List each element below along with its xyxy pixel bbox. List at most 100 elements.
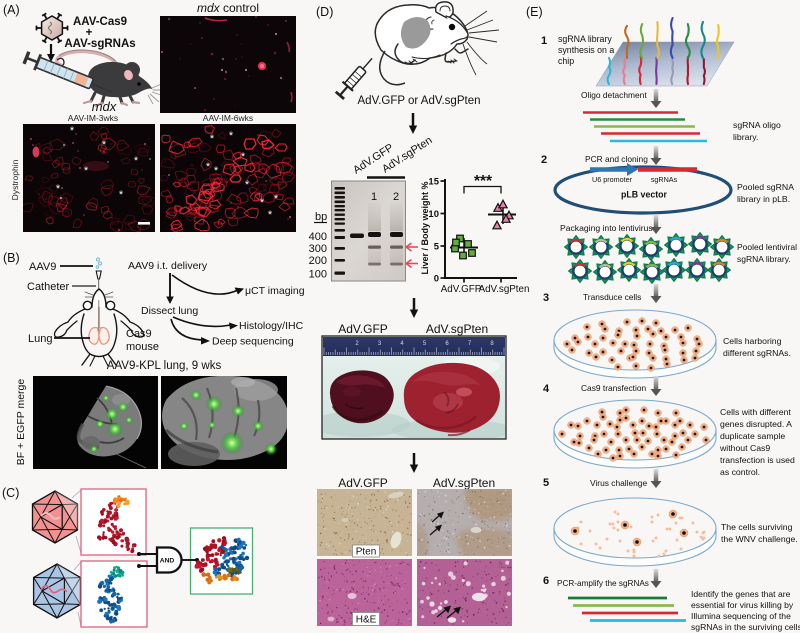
svg-text:1: 1 bbox=[541, 35, 547, 47]
svg-text:*: * bbox=[274, 193, 279, 205]
svg-text:sgRNA library: sgRNA library bbox=[558, 34, 612, 44]
svg-text:300: 300 bbox=[309, 243, 327, 255]
svg-text:Identify the genes that are: Identify the genes that are bbox=[691, 589, 791, 599]
svg-text:library in pLB.: library in pLB. bbox=[737, 194, 790, 204]
svg-text:4: 4 bbox=[543, 383, 550, 395]
svg-text:Pooled lentiviral: Pooled lentiviral bbox=[737, 242, 797, 252]
svg-text:*: * bbox=[56, 183, 61, 195]
svg-text:bp: bp bbox=[315, 211, 327, 223]
svg-text:AdV.GFP: AdV.GFP bbox=[441, 284, 482, 295]
svg-text:Liver / Body weight %: Liver / Body weight % bbox=[420, 181, 430, 274]
svg-text:(D): (D) bbox=[316, 5, 333, 19]
svg-text:pLB vector: pLB vector bbox=[621, 190, 668, 200]
svg-text:essential for virus killing by: essential for virus killing by bbox=[691, 600, 794, 610]
svg-text:H&E: H&E bbox=[356, 615, 377, 626]
svg-text:AdV.GFP or AdV.sgPten: AdV.GFP or AdV.sgPten bbox=[358, 95, 481, 107]
svg-text:Lung: Lung bbox=[28, 333, 52, 345]
svg-text:Packaging into lentivirus: Packaging into lentivirus bbox=[560, 223, 653, 233]
svg-text:*: * bbox=[134, 155, 139, 167]
svg-text:*: * bbox=[210, 133, 215, 145]
svg-text:*: * bbox=[260, 197, 265, 209]
svg-text:Transduce cells: Transduce cells bbox=[583, 292, 641, 302]
svg-text:genes disrupted. A: genes disrupted. A bbox=[720, 419, 792, 429]
svg-text:Oligo detachment: Oligo detachment bbox=[581, 90, 647, 100]
svg-text:(A): (A) bbox=[3, 3, 20, 17]
svg-text:AdV.GFP: AdV.GFP bbox=[338, 476, 388, 490]
svg-text:400: 400 bbox=[309, 231, 327, 243]
svg-text:6: 6 bbox=[445, 341, 449, 347]
svg-text:4: 4 bbox=[400, 341, 404, 347]
svg-text:Deep sequencing: Deep sequencing bbox=[212, 336, 294, 348]
svg-text:5: 5 bbox=[543, 477, 549, 489]
svg-text:AAV9-KPL lung, 9 wks: AAV9-KPL lung, 9 wks bbox=[107, 360, 222, 372]
svg-text:AAV9: AAV9 bbox=[29, 261, 56, 273]
svg-text:Virus challenge: Virus challenge bbox=[590, 478, 647, 488]
svg-text:*: * bbox=[268, 209, 273, 221]
svg-text:10: 10 bbox=[428, 209, 439, 220]
svg-text:*: * bbox=[214, 165, 219, 177]
svg-text:AAV-sgRNAs: AAV-sgRNAs bbox=[64, 38, 135, 50]
svg-text:Cas9 transfection: Cas9 transfection bbox=[581, 383, 647, 393]
svg-text:mdx: mdx bbox=[92, 99, 117, 114]
svg-text:*: * bbox=[119, 189, 124, 201]
svg-text:*: * bbox=[241, 151, 246, 163]
svg-text:sgRNAs: sgRNAs bbox=[651, 175, 678, 184]
svg-text:mouse: mouse bbox=[126, 341, 159, 353]
svg-text:duplicate sample: duplicate sample bbox=[720, 431, 785, 441]
svg-text:different sgRNAs.: different sgRNAs. bbox=[723, 348, 791, 358]
svg-text:Catheter: Catheter bbox=[27, 281, 70, 293]
svg-text:sgRNA oligo: sgRNA oligo bbox=[733, 120, 781, 130]
svg-text:Pten: Pten bbox=[356, 547, 377, 558]
svg-text:*: * bbox=[206, 161, 211, 173]
svg-text:(E): (E) bbox=[526, 5, 543, 19]
svg-text:Dystrophin: Dystrophin bbox=[10, 159, 20, 200]
svg-text:BF + EGFP merge: BF + EGFP merge bbox=[15, 379, 27, 466]
svg-text:without Cas9: without Cas9 bbox=[719, 443, 770, 453]
svg-text:0: 0 bbox=[434, 274, 439, 285]
svg-text:6: 6 bbox=[543, 575, 549, 587]
svg-text:AAV-IM-3wks: AAV-IM-3wks bbox=[68, 113, 118, 123]
svg-text:Histology/IHC: Histology/IHC bbox=[239, 320, 304, 332]
svg-text:the WNV challenge.: the WNV challenge. bbox=[721, 534, 798, 544]
svg-text:*: * bbox=[70, 125, 75, 137]
svg-text:*: * bbox=[102, 139, 107, 151]
svg-text:sgRNA library.: sgRNA library. bbox=[737, 254, 791, 264]
svg-text:PCR and cloning: PCR and cloning bbox=[585, 154, 648, 164]
svg-text:μCT imaging: μCT imaging bbox=[245, 285, 305, 297]
svg-text:+: + bbox=[86, 27, 93, 39]
svg-text:*: * bbox=[84, 165, 89, 177]
svg-text:(C): (C) bbox=[2, 486, 19, 500]
svg-text:AdV.sgPten: AdV.sgPten bbox=[479, 284, 530, 295]
svg-text:transfection is used: transfection is used bbox=[720, 455, 795, 465]
svg-text:Cas9: Cas9 bbox=[126, 328, 152, 340]
svg-text:*: * bbox=[229, 130, 234, 142]
svg-text:AAV9 i.t. delivery: AAV9 i.t. delivery bbox=[128, 260, 208, 272]
svg-text:8: 8 bbox=[490, 341, 494, 347]
svg-text:3: 3 bbox=[378, 341, 382, 347]
svg-text:Dissect lung: Dissect lung bbox=[141, 305, 198, 317]
svg-text:sgRNAs in the surviving cells.: sgRNAs in the surviving cells. bbox=[691, 622, 800, 632]
svg-text:mdx control: mdx control bbox=[197, 1, 259, 15]
svg-text:100: 100 bbox=[309, 269, 327, 281]
svg-text:***: *** bbox=[474, 173, 493, 190]
svg-text:The cells surviving: The cells surviving bbox=[721, 522, 793, 532]
svg-text:3: 3 bbox=[543, 292, 549, 304]
svg-text:2: 2 bbox=[541, 154, 547, 166]
svg-text:7: 7 bbox=[468, 341, 472, 347]
svg-text:AdV.sgPten: AdV.sgPten bbox=[426, 322, 488, 336]
svg-text:synthesis on a: synthesis on a bbox=[558, 45, 614, 55]
svg-text:Pooled sgRNA: Pooled sgRNA bbox=[737, 182, 794, 192]
svg-text:Cells harboring: Cells harboring bbox=[723, 336, 782, 346]
svg-text:200: 200 bbox=[309, 255, 327, 267]
svg-text:chip: chip bbox=[558, 56, 574, 66]
svg-text:*: * bbox=[245, 179, 250, 191]
svg-text:2: 2 bbox=[355, 341, 359, 347]
svg-text:AND: AND bbox=[160, 558, 175, 565]
svg-text:AAV-Cas9: AAV-Cas9 bbox=[73, 16, 127, 28]
svg-text:5: 5 bbox=[434, 242, 440, 253]
svg-text:AAV-IM-6wks: AAV-IM-6wks bbox=[203, 113, 253, 123]
svg-text:AdV.sgPten: AdV.sgPten bbox=[433, 476, 495, 490]
svg-text:2: 2 bbox=[393, 191, 399, 203]
svg-text:Cells with different: Cells with different bbox=[720, 407, 791, 417]
svg-text:5: 5 bbox=[423, 341, 427, 347]
